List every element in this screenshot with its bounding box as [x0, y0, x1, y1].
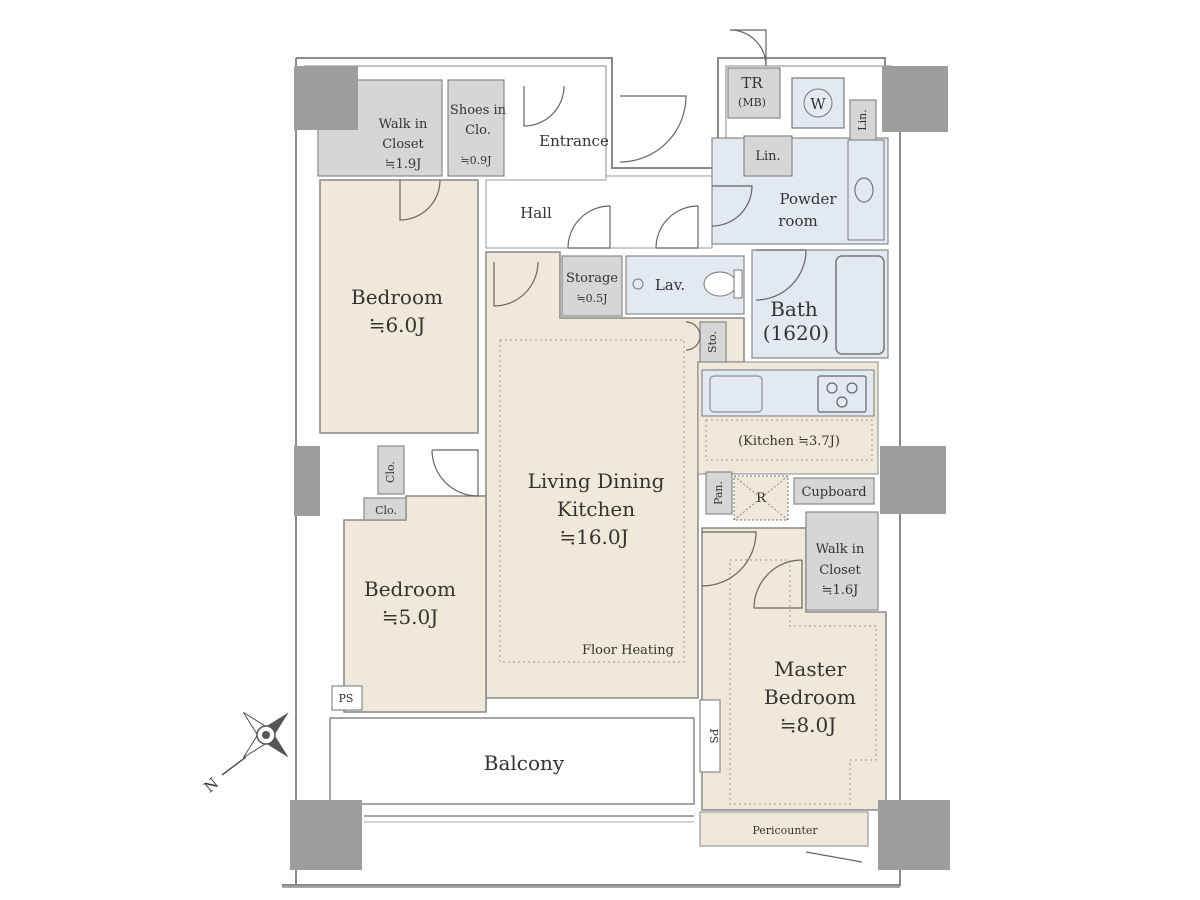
shoes-in-closet-area-label: ≒0.9J — [460, 154, 491, 167]
ldk-line1: Living Dining — [528, 469, 665, 493]
ps-2-label: PS — [707, 729, 720, 744]
ps-1-label: PS — [339, 692, 354, 705]
mb-label: (MB) — [738, 96, 766, 109]
washbasin — [847, 139, 885, 241]
stove-icon — [817, 375, 867, 413]
storage-label: Storage — [566, 271, 618, 286]
compass-north-label: N — [201, 774, 223, 796]
sink-icon — [854, 177, 874, 203]
bath-size: (1620) — [763, 321, 830, 345]
kitchen-note-label: (Kitchen ≒3.7J) — [738, 434, 840, 449]
refrigerator-label: R — [756, 491, 767, 506]
ldk-line2: Kitchen — [557, 497, 635, 521]
bedroom-2-area-label: ≒5.0J — [382, 605, 439, 629]
ps-2-area — [699, 699, 721, 773]
balcony-label: Balcony — [484, 751, 565, 775]
lav-sink-icon — [632, 278, 644, 290]
bedroom-2-name: Bedroom — [364, 577, 456, 601]
shoes-in-closet-line1: Shoes in — [450, 103, 507, 118]
bathtub — [835, 255, 885, 355]
lavatory-label: Lav. — [655, 276, 685, 294]
walk-in-closet-1-line2: Closet — [382, 137, 424, 152]
walk-in-closet-2-line2: Closet — [819, 563, 861, 578]
storage-area — [561, 255, 623, 317]
shoes-in-closet-line2: Clo. — [465, 123, 491, 138]
powder-room-line1: Powder — [779, 190, 837, 208]
pantry-label: Pan. — [712, 481, 725, 505]
cupboard-area — [793, 477, 875, 505]
walk-in-closet-2-area — [805, 511, 879, 611]
cupboard-label: Cupboard — [801, 485, 866, 500]
pantry-area — [705, 471, 733, 515]
floor-heating-label: Floor Heating — [582, 643, 674, 658]
closet-1-area — [377, 445, 405, 495]
kitchen-sink-icon — [709, 375, 763, 413]
bedroom-1-area-label: ≒6.0J — [369, 313, 426, 337]
master-bedroom-line1: Master — [774, 657, 847, 681]
walk-in-closet-2-line1: Walk in — [816, 542, 865, 557]
storage-area-label: ≒0.5J — [576, 292, 607, 305]
compass-rose-icon — [242, 711, 289, 759]
pericounter-area — [699, 811, 869, 847]
master-bedroom-line2: Bedroom — [764, 685, 856, 709]
washer-drum-icon — [803, 88, 833, 118]
walk-in-closet-2-area-label: ≒1.6J — [822, 583, 859, 598]
master-bedroom-dotted — [729, 559, 877, 805]
labels: Walk in Closet ≒1.9J Shoes in Clo. ≒0.9J… — [339, 74, 869, 837]
toilet-icon — [703, 271, 737, 297]
refrigerator-area — [733, 475, 789, 521]
shoes-in-closet-area — [447, 79, 505, 177]
bedroom-1-name: Bedroom — [351, 285, 443, 309]
walk-in-closet-1-line1: Walk in — [379, 117, 428, 132]
linen-1-label: Lin. — [755, 149, 780, 164]
sto-area — [699, 321, 727, 363]
kitchen-dotted-zone — [705, 419, 873, 461]
powder-room-line2: room — [778, 212, 817, 230]
linen-2-area — [849, 99, 877, 141]
tr-mb-area — [727, 67, 781, 119]
bedroom-2-area — [343, 495, 487, 713]
balcony-area — [329, 717, 695, 805]
floor-heating-zone — [499, 339, 685, 663]
hall-label: Hall — [520, 204, 552, 222]
compass-north-pointer — [221, 756, 247, 776]
closet-2-label: Clo. — [375, 504, 397, 517]
ldk-area-label: ≒16.0J — [559, 525, 628, 549]
washer-area — [791, 77, 845, 129]
toilet-tank — [733, 269, 743, 299]
washer-label: W — [810, 95, 826, 113]
closet-2-area — [363, 497, 407, 521]
bedroom-1-area — [319, 179, 479, 434]
walk-in-closet-1-area-label: ≒1.9J — [385, 157, 422, 172]
tr-label: TR — [741, 74, 763, 92]
doors — [399, 29, 863, 863]
linen-1-area — [743, 135, 793, 177]
entrance-label: Entrance — [539, 132, 609, 150]
pericounter-label: Pericounter — [752, 824, 818, 837]
kitchen-counter — [701, 369, 875, 417]
ps-1-area — [331, 685, 363, 711]
sto-label: Sto. — [706, 331, 719, 353]
closet-1-label: Clo. — [384, 461, 397, 483]
linen-2-label: Lin. — [856, 109, 869, 130]
master-bedroom-area-label: ≒8.0J — [780, 713, 837, 737]
pillars — [290, 66, 950, 870]
bath-name: Bath — [770, 297, 818, 321]
